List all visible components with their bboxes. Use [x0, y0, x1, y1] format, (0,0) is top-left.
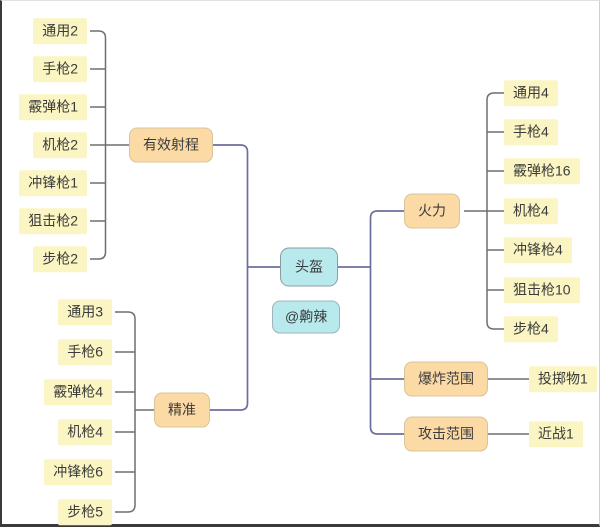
leaf-node[interactable]: 步枪2: [33, 246, 87, 272]
node-root[interactable]: 头盔: [280, 247, 338, 287]
branch-node-blast-radius[interactable]: 爆炸范围: [404, 361, 488, 397]
leaf-node[interactable]: 机枪4: [504, 198, 558, 224]
main-connectors: [210, 144, 404, 435]
branch-node-firepower[interactable]: 火力: [404, 193, 460, 229]
leaf-node[interactable]: 手枪4: [504, 119, 558, 145]
leaf-brackets: [90, 30, 529, 513]
leaf-node[interactable]: 冲锋枪6: [44, 459, 112, 485]
leaf-node[interactable]: 投掷物1: [529, 366, 597, 392]
leaf-node[interactable]: 手枪2: [33, 56, 87, 82]
leaf-node[interactable]: 冲锋枪4: [504, 237, 572, 263]
leaf-node[interactable]: 步枪5: [58, 499, 112, 525]
leaf-node[interactable]: 霰弹枪16: [504, 158, 580, 184]
leaf-node[interactable]: 步枪4: [504, 316, 558, 342]
leaf-node[interactable]: 通用2: [33, 18, 87, 44]
node-author-note[interactable]: @齁辣: [272, 300, 341, 334]
leaf-node[interactable]: 冲锋枪1: [19, 170, 87, 196]
leaf-node[interactable]: 机枪2: [33, 132, 87, 158]
leaf-node[interactable]: 霰弹枪1: [19, 94, 87, 120]
leaf-node[interactable]: 手枪6: [58, 339, 112, 365]
leaf-node[interactable]: 通用3: [58, 299, 112, 325]
branch-node-attack-range[interactable]: 攻击范围: [404, 416, 488, 452]
leaf-node[interactable]: 近战1: [529, 421, 583, 447]
leaf-node[interactable]: 机枪4: [58, 419, 112, 445]
leaf-node[interactable]: 通用4: [504, 80, 558, 106]
leaf-node[interactable]: 狙击枪2: [19, 208, 87, 234]
leaf-node[interactable]: 霰弹枪4: [44, 379, 112, 405]
branch-node-accuracy[interactable]: 精准: [154, 392, 210, 428]
branch-node-effective-range[interactable]: 有效射程: [129, 127, 213, 163]
leaf-node[interactable]: 狙击枪10: [504, 277, 580, 303]
